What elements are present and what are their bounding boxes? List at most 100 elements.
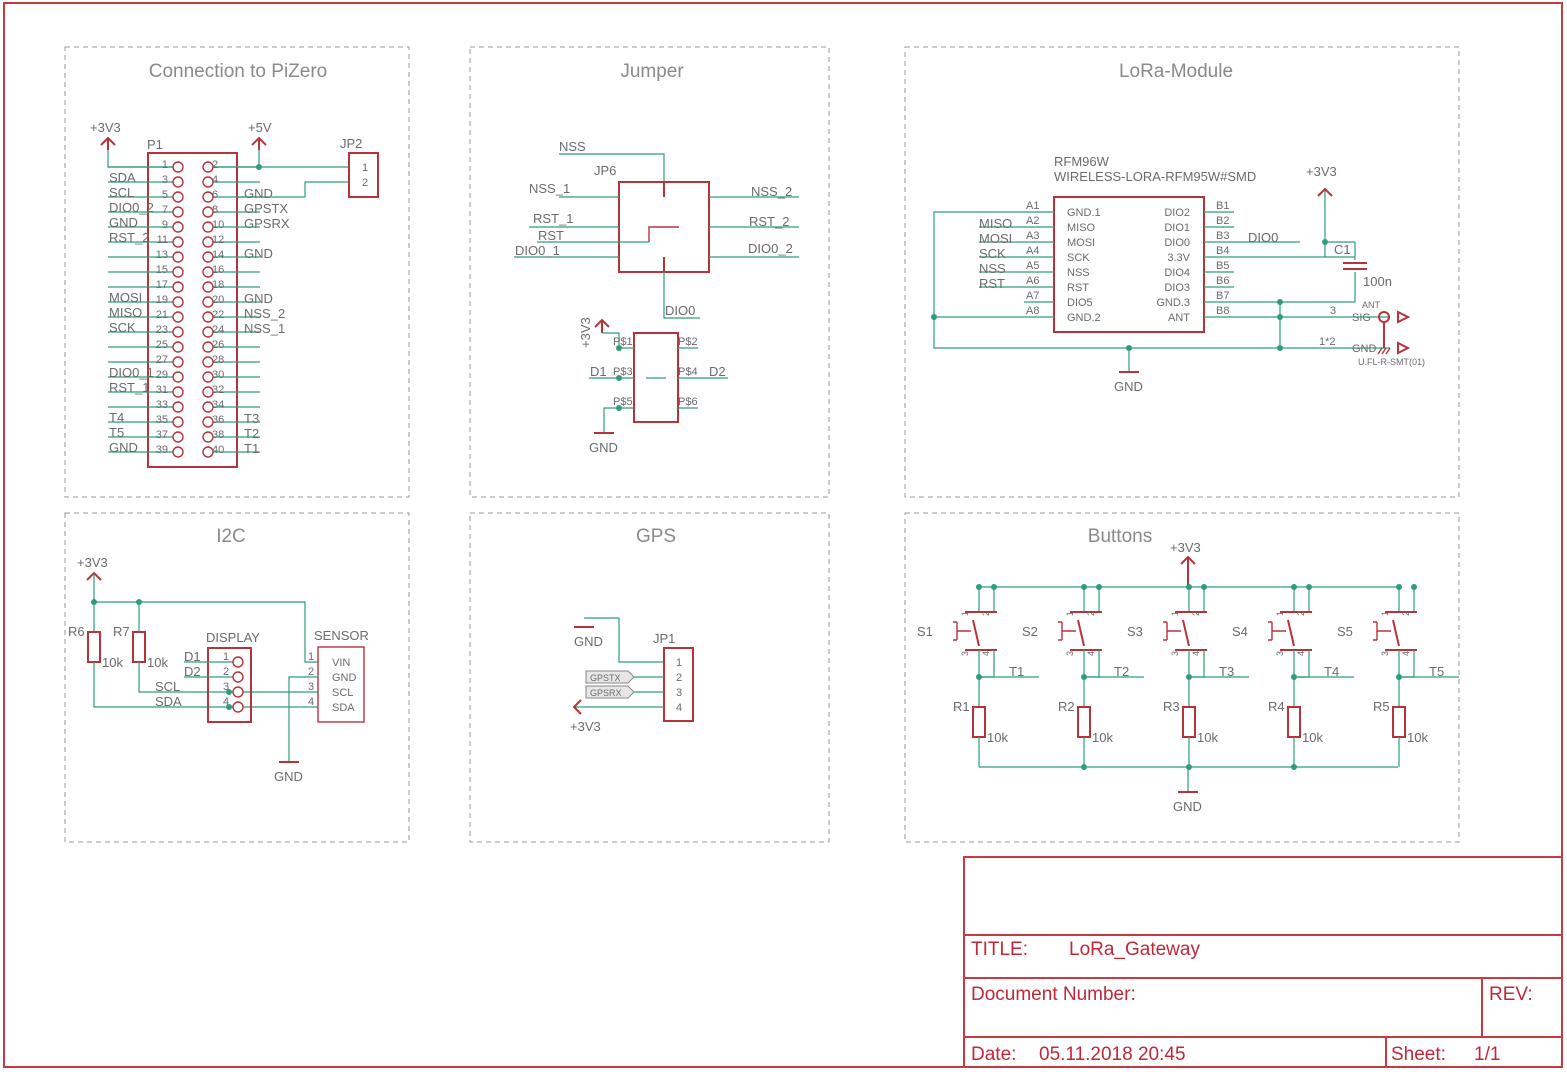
r6-value: 10k <box>102 655 123 670</box>
port-flag-gpstx <box>585 670 635 684</box>
pin-num: 3 <box>676 687 682 699</box>
pin-name: ANT <box>1168 312 1190 324</box>
resistor <box>972 706 986 738</box>
r6-ref: R6 <box>68 624 85 639</box>
pin-name: GND.1 <box>1067 207 1101 219</box>
header-pin-odd <box>172 341 184 353</box>
pin-num: 19 <box>156 294 168 306</box>
net-label: D2 <box>709 364 726 379</box>
pin-num: 2 <box>1086 611 1096 616</box>
pin-num: 4 <box>308 696 314 708</box>
pushbutton-icon <box>1268 621 1286 641</box>
net-label: SDA <box>155 694 182 709</box>
pin-num: 23 <box>156 324 168 336</box>
pushbutton-icon <box>953 621 971 641</box>
header-pin-even <box>202 161 214 173</box>
jp2-body <box>348 152 379 198</box>
sheet-title-gps: GPS <box>636 526 676 547</box>
pin-name: DIO1 <box>1164 222 1190 234</box>
net-label: DIO0_2 <box>748 241 793 256</box>
pushbutton-icon <box>1058 621 1076 641</box>
header-pin-even <box>202 251 214 263</box>
pin-num: A4 <box>1026 245 1039 257</box>
net-label: RST <box>538 228 564 243</box>
net-label: GND <box>109 440 138 455</box>
pin-num: 9 <box>162 219 168 231</box>
resistor <box>1182 706 1196 738</box>
pin-num: 1 <box>1170 611 1180 616</box>
pin-num: 1 <box>162 159 168 171</box>
header-pin-even <box>202 401 214 413</box>
conn-ant-label: ANT <box>1362 300 1381 310</box>
conn-gnd-label: GND <box>1352 343 1377 355</box>
pin-name: MISO <box>1067 222 1096 234</box>
header-pin-even <box>202 416 214 428</box>
title-block: TITLE: LoRa_Gateway Document Number: REV… <box>963 856 1563 1068</box>
pin-num: 1*2 <box>1319 336 1336 348</box>
header-pin-odd <box>172 206 184 218</box>
net-label: MOSI <box>979 231 1012 246</box>
sheet-title-lora: LoRa-Module <box>1119 61 1233 82</box>
title-label: TITLE: <box>971 939 1028 960</box>
pin-num: 1 <box>1275 611 1285 616</box>
pin-num: 26 <box>212 339 224 351</box>
pin-num: A8 <box>1026 305 1039 317</box>
net-label: MISO <box>979 216 1012 231</box>
net-label: SCK <box>979 246 1006 261</box>
header-pin-odd <box>172 371 184 383</box>
header-pin-odd <box>172 416 184 428</box>
header-pin-odd <box>172 266 184 278</box>
switch-ref: S3 <box>1127 624 1143 639</box>
pin-name: DIO4 <box>1164 267 1190 279</box>
switch-lever <box>1287 619 1295 647</box>
pin-num: 1 <box>1065 611 1075 616</box>
pin-num: 4 <box>1296 651 1306 656</box>
net-label: DIO0_1 <box>109 365 154 380</box>
pad-label: P$4 <box>678 366 698 378</box>
net-label: GPSRX <box>244 216 290 231</box>
sheet-lora: LoRa-Module <box>904 46 1460 498</box>
resistor-ref: R3 <box>1163 699 1180 714</box>
supply-arrow-icon <box>572 699 582 715</box>
net-label: MOSI <box>109 290 142 305</box>
pin-name: SDA <box>332 702 355 714</box>
pin-num: 3 <box>308 681 314 693</box>
header-pin-even <box>202 326 214 338</box>
pad-label: P$2 <box>678 336 698 348</box>
pin-num: A3 <box>1026 230 1039 242</box>
lora-section: RFM96W WIRELESS-LORA-RFM95W#SMD A1GND.1B… <box>931 154 1425 394</box>
drawing-frame <box>3 2 1563 1068</box>
sheet-value: 1/1 <box>1474 1044 1500 1065</box>
pin-name: DIO0 <box>1164 237 1190 249</box>
pin-num: 2 <box>1401 611 1411 616</box>
jp1-ref: JP1 <box>653 631 675 646</box>
supply-5v-label: +5V <box>248 120 272 135</box>
pin-num: 35 <box>156 414 168 426</box>
pin-num: 24 <box>212 324 224 336</box>
pin-num: 14 <box>212 249 224 261</box>
pin-name: SCL <box>332 687 353 699</box>
header-pin-even <box>202 281 214 293</box>
title-value: LoRa_Gateway <box>1069 939 1200 960</box>
pin-num: 21 <box>156 309 168 321</box>
pad-label: P$3 <box>613 366 633 378</box>
sheet-title-pizero: Connection to PiZero <box>149 61 328 82</box>
pin-num: 3 <box>1170 651 1180 656</box>
sheet-label: Sheet: <box>1391 1044 1446 1065</box>
pin-num: 20 <box>212 294 224 306</box>
pin-num: 1 <box>308 651 314 663</box>
pin-num: 28 <box>212 354 224 366</box>
sheet-i2c: I2C <box>64 512 410 843</box>
pin-num: 16 <box>212 264 224 276</box>
pad-label: P$1 <box>613 336 633 348</box>
resistor <box>1077 706 1091 738</box>
net-label: T2 <box>1114 664 1129 679</box>
pin-num: 31 <box>156 384 168 396</box>
rfm96w-body <box>1053 196 1205 333</box>
pin-num: 30 <box>212 369 224 381</box>
pin-num: A7 <box>1026 290 1039 302</box>
header-pin-even <box>202 311 214 323</box>
